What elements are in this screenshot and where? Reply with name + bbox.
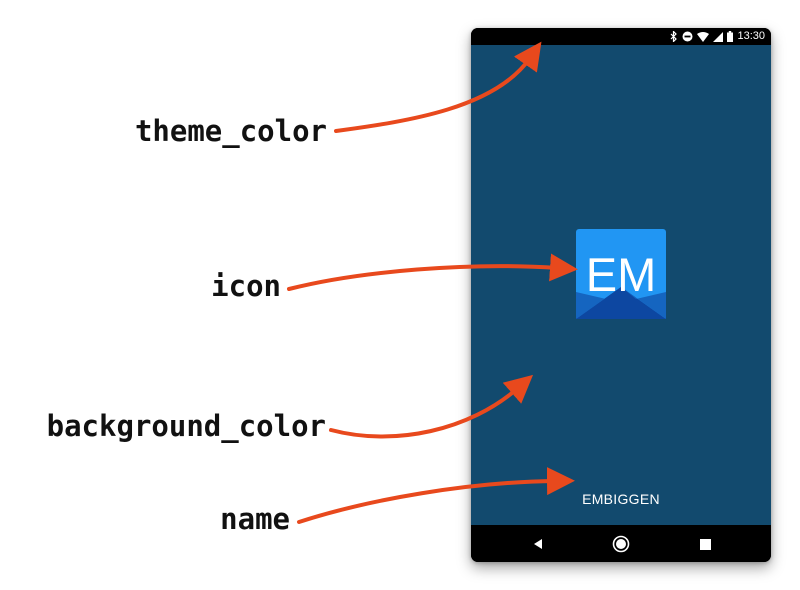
phone-mockup: 13:30 EM EMBIGGEN [471,28,771,562]
app-icon: EM [576,229,666,319]
battery-icon [727,31,734,42]
splash-screen: EM EMBIGGEN [471,45,771,525]
navigation-bar [471,525,771,562]
bluetooth-icon [671,31,678,42]
wifi-icon [697,31,710,42]
do-not-disturb-icon [682,31,693,42]
back-icon[interactable] [528,534,548,554]
status-bar: 13:30 [471,28,771,45]
home-icon[interactable] [611,534,631,554]
recents-icon[interactable] [695,534,715,554]
icon-label: icon [211,269,281,303]
app-name: EMBIGGEN [582,491,660,507]
signal-icon [713,31,724,42]
background-color-label: background_color [46,409,326,443]
status-icons: 13:30 [670,30,765,43]
theme-color-label: theme_color [134,114,327,148]
status-time: 13:30 [737,30,765,42]
name-label: name [220,502,290,536]
app-icon-text: EM [586,248,657,301]
